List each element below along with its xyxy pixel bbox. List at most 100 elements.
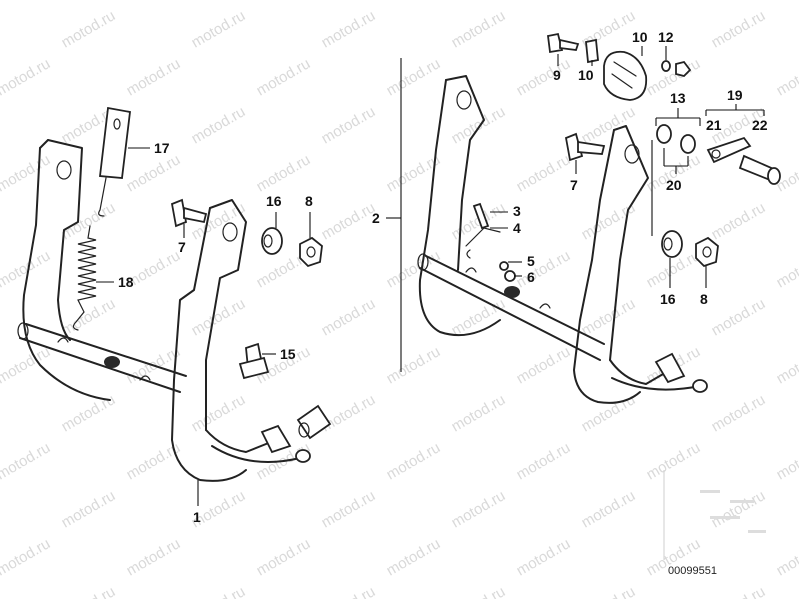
bolt-7-right xyxy=(564,132,606,162)
watermark-text: motod.ru xyxy=(124,439,184,483)
watermark-text: motod.ru xyxy=(644,439,704,483)
link-plate-21 xyxy=(706,136,752,164)
label-8-left: 8 xyxy=(305,193,313,209)
label-15: 15 xyxy=(280,346,296,362)
watermark-text: motod.ru xyxy=(384,343,444,387)
label-1: 1 xyxy=(193,509,201,525)
bolt-9 xyxy=(547,32,580,54)
watermark-text: motod.ru xyxy=(514,55,574,99)
watermark-text: motod.ru xyxy=(319,391,379,435)
watermark-text: motod.ru xyxy=(514,343,574,387)
watermark-text: motod.ru xyxy=(514,151,574,195)
watermark-text: motod.ru xyxy=(579,103,639,147)
watermark-text: motod.ru xyxy=(579,583,639,599)
watermark-text: motod.ru xyxy=(319,199,379,243)
label-7-left: 7 xyxy=(178,239,186,255)
watermark-text: motod.ru xyxy=(774,439,799,483)
washer-16-right xyxy=(661,230,683,258)
part-labels: 1 2 3 4 5 6 7 7 8 8 9 10 10 12 13 15 16 … xyxy=(118,29,768,525)
leader-lines xyxy=(96,46,707,506)
watermark-text: motod.ru xyxy=(384,55,444,99)
watermark-text: motod.ru xyxy=(709,199,769,243)
watermark-text: motod.ru xyxy=(384,439,444,483)
label-16-left: 16 xyxy=(266,193,282,209)
pin-22 xyxy=(738,154,781,185)
watermark-text: motod.ru xyxy=(189,583,249,599)
watermark-text: motod.ru xyxy=(709,583,769,599)
watermark-text: motod.ru xyxy=(319,583,379,599)
watermark-text: motod.ru xyxy=(579,199,639,243)
drawing-code: 00099551 xyxy=(668,565,717,577)
watermark-text: motod.ru xyxy=(384,0,444,3)
watermark-text: motod.ru xyxy=(579,295,639,339)
label-10-a: 10 xyxy=(578,67,594,83)
label-17: 17 xyxy=(154,140,170,156)
watermark-text: motod.ru xyxy=(709,487,769,531)
nut-8-right xyxy=(695,236,719,268)
watermark-text: motod.ru xyxy=(449,391,509,435)
watermark-text: motod.ru xyxy=(774,343,799,387)
watermark-text: motod.ru xyxy=(0,343,53,387)
label-4: 4 xyxy=(513,220,521,236)
foot-rubber-left xyxy=(296,404,332,440)
label-16-right: 16 xyxy=(660,291,676,307)
watermark-text: motod.ru xyxy=(514,439,574,483)
washer-5-nut-6 xyxy=(499,261,516,282)
watermark-text: motod.ru xyxy=(514,535,574,579)
label-21: 21 xyxy=(706,117,722,133)
watermark-text: motod.ru xyxy=(319,7,379,51)
watermark-text: motod.ru xyxy=(59,487,119,531)
rubber-stop-15 xyxy=(238,342,270,380)
watermark-text: motod.ru xyxy=(0,55,53,99)
watermark-text: motod.ru xyxy=(254,0,314,3)
spring-coil xyxy=(72,225,97,331)
watermark-text: motod.ru xyxy=(449,103,509,147)
label-18: 18 xyxy=(118,274,134,290)
watermark-text: motod.ru xyxy=(709,7,769,51)
watermark-text: motod.ru xyxy=(124,535,184,579)
watermark-text: motod.ru xyxy=(0,535,53,579)
watermark-text: motod.ru xyxy=(774,535,799,579)
watermark-text: motod.ru xyxy=(59,391,119,435)
label-10-b: 10 xyxy=(632,29,648,45)
watermark-text: motod.ru xyxy=(189,7,249,51)
main-stand-left xyxy=(17,139,311,482)
label-13: 13 xyxy=(670,90,686,106)
watermark-text: motod.ru xyxy=(319,295,379,339)
label-2: 2 xyxy=(372,210,380,226)
label-9: 9 xyxy=(553,67,561,83)
spring-bracket-17 xyxy=(98,106,131,217)
watermark-text: motod.ru xyxy=(0,151,53,195)
watermark-text: motod.ru xyxy=(709,391,769,435)
watermark-text: motod.ru xyxy=(774,55,799,99)
watermark-text: motod.ru xyxy=(384,247,444,291)
watermark-text: motod.ru xyxy=(0,439,53,483)
watermark-text: motod.ru xyxy=(59,7,119,51)
watermark-text: motod.ru xyxy=(709,295,769,339)
watermark-text: motod.ru xyxy=(124,0,184,3)
watermark-text: motod.ru xyxy=(774,0,799,3)
watermark-text: motod.ru xyxy=(0,0,53,3)
label-12: 12 xyxy=(658,29,674,45)
watermark-text: motod.ru xyxy=(59,295,119,339)
watermark-text: motod.ru xyxy=(254,55,314,99)
nut-8-left xyxy=(299,236,323,268)
watermark-text: motod.ru xyxy=(449,7,509,51)
watermark-text: motod.ru xyxy=(189,295,249,339)
group-brackets xyxy=(655,104,765,174)
label-20: 20 xyxy=(666,177,682,193)
watermark-text: motod.ru xyxy=(514,247,574,291)
washer-nut-10-12 xyxy=(661,60,692,77)
watermark-text: motod.ru xyxy=(59,583,119,599)
bolt-7-left xyxy=(170,198,208,228)
watermark-text: motod.ru xyxy=(254,535,314,579)
watermark-text: motod.ru xyxy=(514,0,574,3)
label-8-right: 8 xyxy=(700,291,708,307)
label-22: 22 xyxy=(752,117,768,133)
washer-16-left xyxy=(261,227,283,255)
watermark-text: motod.ru xyxy=(124,55,184,99)
spring-18 xyxy=(72,225,97,331)
scan-noise xyxy=(663,470,766,560)
watermark-text: motod.ru xyxy=(579,487,639,531)
